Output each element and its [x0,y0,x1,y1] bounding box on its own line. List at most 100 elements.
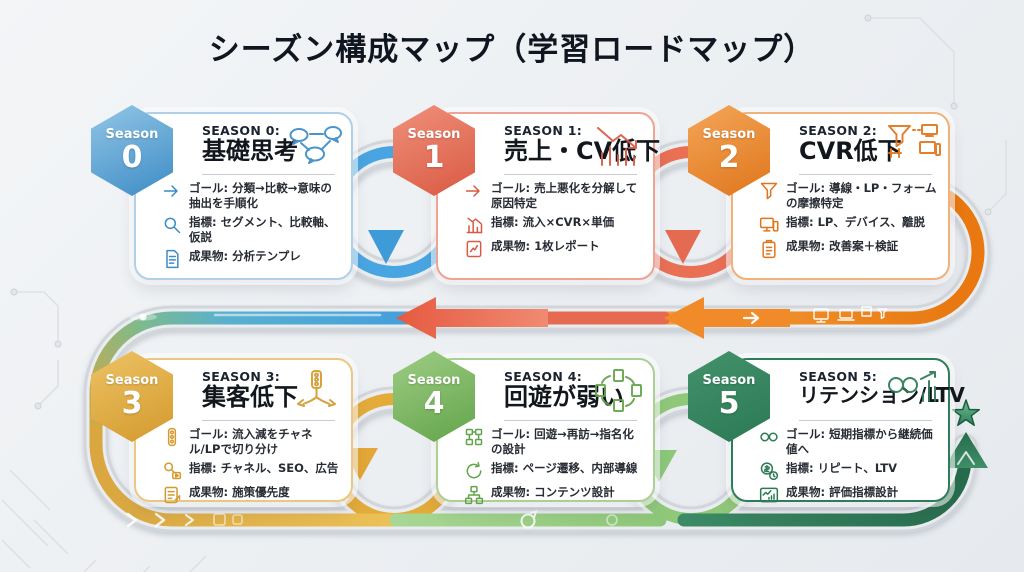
search-media-icon [162,461,182,481]
flow-arrow-left-red [396,297,548,339]
metric-text: 指標: チャネル、SEO、広告 [189,460,339,475]
metric-row: 指標: セグメント、比較軸、仮説 [162,215,341,245]
goal-text: ゴール: 流入減をチャネル/LPで切り分け [189,427,313,456]
goal-text: ゴール: 短期指標から継続価値へ [786,427,933,456]
divider [799,420,932,421]
metric-text: 指標: セグメント、比較軸、仮説 [189,214,336,244]
season-title: 基礎思考 [202,137,298,165]
goal-row: ゴール: 分類→比較→意味の抽出を手順化 [162,181,341,211]
metric-row: 指標: リピート、LTV [759,461,938,481]
star-icon [951,399,981,427]
season-header-label: SEASON 4: [504,369,583,384]
badge-season-number: 1 [423,139,445,175]
deliverable-row: 成果物: 分析テンプレ [162,249,341,269]
deliverable-text: 成果物: 分析テンプレ [189,248,301,263]
metric-row: 指標: チャネル、SEO、広告 [162,461,341,481]
divider [504,420,637,421]
metric-row: 指標: ページ遷移、内部導線 [464,461,643,481]
page-title: シーズン構成マップ（学習ロードマップ） [208,32,816,68]
goal-text: ゴール: 売上悪化を分解して原因特定 [491,181,638,210]
traffic-light-icon [162,427,182,447]
flow-nodes-icon [464,427,484,447]
arrow-right-icon [162,181,182,201]
package-icon [861,306,872,317]
season-5-card: Season 5 SEASON 5: リテンション/LTV ゴール: 短期指標か… [688,351,965,505]
season-header-label: SEASON 5: [799,369,878,384]
deliverable-text: 成果物: 評価指標設計 [786,484,899,499]
flow-arrow-up-darkgreen [944,432,988,468]
devices-icon [759,215,779,235]
metric-text: 指標: リピート、LTV [786,460,898,475]
laptop-icon [837,309,855,321]
season-1-card: Season 1 SEASON 1: 売上・CV低下 ゴール: 売上悪化を分解し… [393,105,660,280]
monitor-icon [813,308,829,323]
season-header-label: SEASON 1: [504,123,583,138]
season-header-label: SEASON 2: [799,123,878,138]
sitemap-icon [464,485,484,505]
funnel-devices-icon [885,123,941,167]
green-stream-icons [520,510,618,529]
goal-row: ゴール: 売上悪化を分解して原因特定 [464,181,643,211]
deliverable-row: 成果物: 改善案＋検証 [759,239,938,259]
report-icon [464,239,484,259]
badge-season-word: Season [407,126,461,142]
deliverable-row: 成果物: 評価指標設計 [759,485,938,505]
deliverable-text: 成果物: 改善案＋検証 [786,238,899,253]
goal-row: ゴール: 回遊→再訪→指名化の設計 [464,427,643,457]
arrow-right-icon [464,181,484,201]
deliverable-text: 成果物: 1枚レポート [491,238,600,253]
doc-cycle-icon [590,369,646,413]
goal-row: ゴール: 導線・LP・フォームの摩擦特定 [759,181,938,211]
metric-row: 指標: LP、デバイス、離脱 [759,215,938,235]
chevron-right-icon [154,512,166,528]
flow-arrow-down-red [665,230,701,264]
mini-arrow-right-icon [742,311,760,325]
deliverable-row: 成果物: 1枚レポート [464,239,643,259]
season-3-card: Season 3 SEASON 3: 集客低下 ゴール: 流入減をチャネル/LP… [91,351,353,505]
deliverable-row: 成果物: 施策優先度 [162,485,341,505]
badge-season-number: 5 [718,385,740,421]
flow-arrow-down-blue [368,230,404,264]
document-icon [162,249,182,269]
goal-row: ゴール: 流入減をチャネル/LPで切り分け [162,427,341,457]
middle-stream-icons [813,306,888,323]
season-title: 集客低下 [202,383,298,411]
goal-text: ゴール: 回遊→再訪→指名化の設計 [491,427,634,456]
cycle-icon [464,461,484,481]
bolt-icon [341,492,350,508]
card-header: SEASON 0: 基礎思考 [202,123,341,169]
infinity-growth-icon [885,369,941,413]
chevron-right-icon [126,512,138,528]
traffic-branch-icon [288,369,344,413]
season-header-label: SEASON 3: [202,369,281,384]
cycle-icon [520,513,536,529]
chevron-right-icon [184,513,195,527]
magnifier-icon [162,215,182,235]
badge-season-word: Season [702,126,756,142]
goal-row: ゴール: 短期指標から継続価値へ [759,427,938,457]
coin-clock-icon [759,461,779,481]
badge-season-word: Season [407,372,461,388]
bar-chart-icon [464,215,484,235]
chart-panel-icon [759,485,779,505]
season-4-card: Season 4 SEASON 4: 回遊が弱い ゴール: 回遊→再訪→指名化の… [393,351,655,505]
badge-season-word: Season [105,126,159,142]
infinity-icon [759,427,779,447]
speech-bubbles-icon [288,123,344,167]
deliverable-row: 成果物: コンテンツ設計 [464,485,643,505]
badge-season-number: 3 [121,385,143,421]
clipboard-icon [759,239,779,259]
badge-season-number: 4 [423,385,445,421]
badge-season-number: 2 [718,139,740,175]
season-title: CVR低下 [799,137,902,165]
divider [799,174,932,175]
list-icon [162,485,182,505]
card-header: SEASON 2: CVR低下 [799,123,938,169]
divider [504,174,637,175]
metric-text: 指標: LP、デバイス、離脱 [786,214,926,229]
season-2-card: Season 2 SEASON 2: CVR低下 ゴール: 導線・LP・フォーム… [688,105,950,280]
flow-arrow-left-orange [664,297,790,339]
cycle-icon [606,514,618,526]
